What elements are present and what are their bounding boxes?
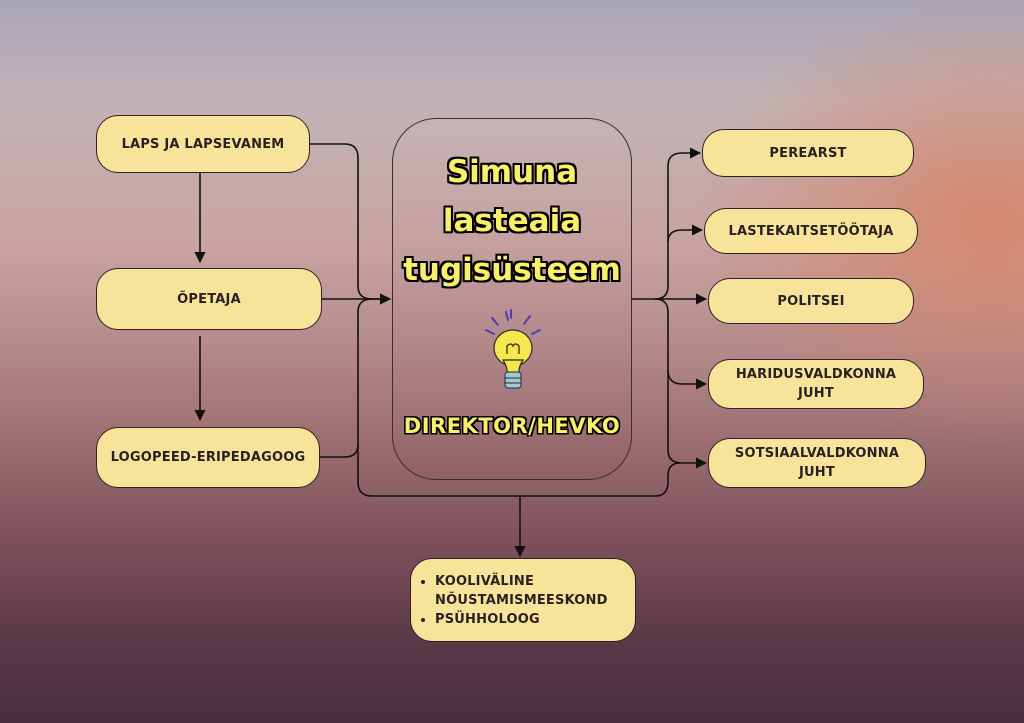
arrow-to-perearst [654,147,702,300]
node-perearst: PEREARST [702,129,914,177]
center-title-line: Simuna [446,154,578,190]
line-right-bottom [520,462,681,497]
node-haridusvaldkonna-juht: HARIDUSVALDKONNA JUHT [708,359,924,409]
node-laps-ja-lapsevanem: LAPS JA LAPSEVANEM [96,115,310,173]
arrow-to-lastekaitse [667,224,704,243]
list-item: PSÜHHOLOOG [435,610,635,629]
node-opetaja: ÕPETAJA [96,268,322,330]
center-panel [392,118,632,480]
node-label: LAPS JA LAPSEVANEM [121,136,285,152]
center-title-line: tugisüsteem [403,252,621,288]
center-title: Simuna lasteaia tugisüsteem [392,148,632,295]
node-logopeed: LOGOPEED-ERIPEDAGOOG [96,427,320,488]
center-subtitle: DIREKTOR/HEVKO [403,414,621,438]
arrow-to-sotsiaal [667,370,708,469]
node-politsei: POLITSEI [708,278,914,324]
node-label: HARIDUSVALDKONNA JUHT [735,367,897,401]
node-koolivaline: KOOLIVÄLINE NÕUSTAMISMEESKOND PSÜHHOLOOG [410,558,636,642]
node-label: PEREARST [769,145,847,161]
node-lastekaitse: LASTEKAITSETÖÖTAJA [704,208,918,254]
node-label: LOGOPEED-ERIPEDAGOOG [110,450,306,465]
arrow-to-haridus [654,298,708,390]
node-label: POLITSEI [777,293,845,309]
line-left-bottom [357,444,520,497]
node-label: SOTSIAALVALDKONNA JUHT [734,446,900,480]
arrow-laps-to-center [310,143,392,305]
arrow-logopeed-to-center [320,298,373,458]
bottom-list: KOOLIVÄLINE NÕUSTAMISMEESKOND PSÜHHOLOOG [411,572,635,629]
lightbulb-icon [485,309,541,389]
node-label: ÕPETAJA [177,291,241,307]
node-label: LASTEKAITSETÖÖTAJA [728,223,894,239]
list-item: KOOLIVÄLINE NÕUSTAMISMEESKOND [435,572,635,610]
center-title-line: lasteaia [442,203,582,239]
node-sotsiaalvaldkonna-juht: SOTSIAALVALDKONNA JUHT [708,438,926,488]
